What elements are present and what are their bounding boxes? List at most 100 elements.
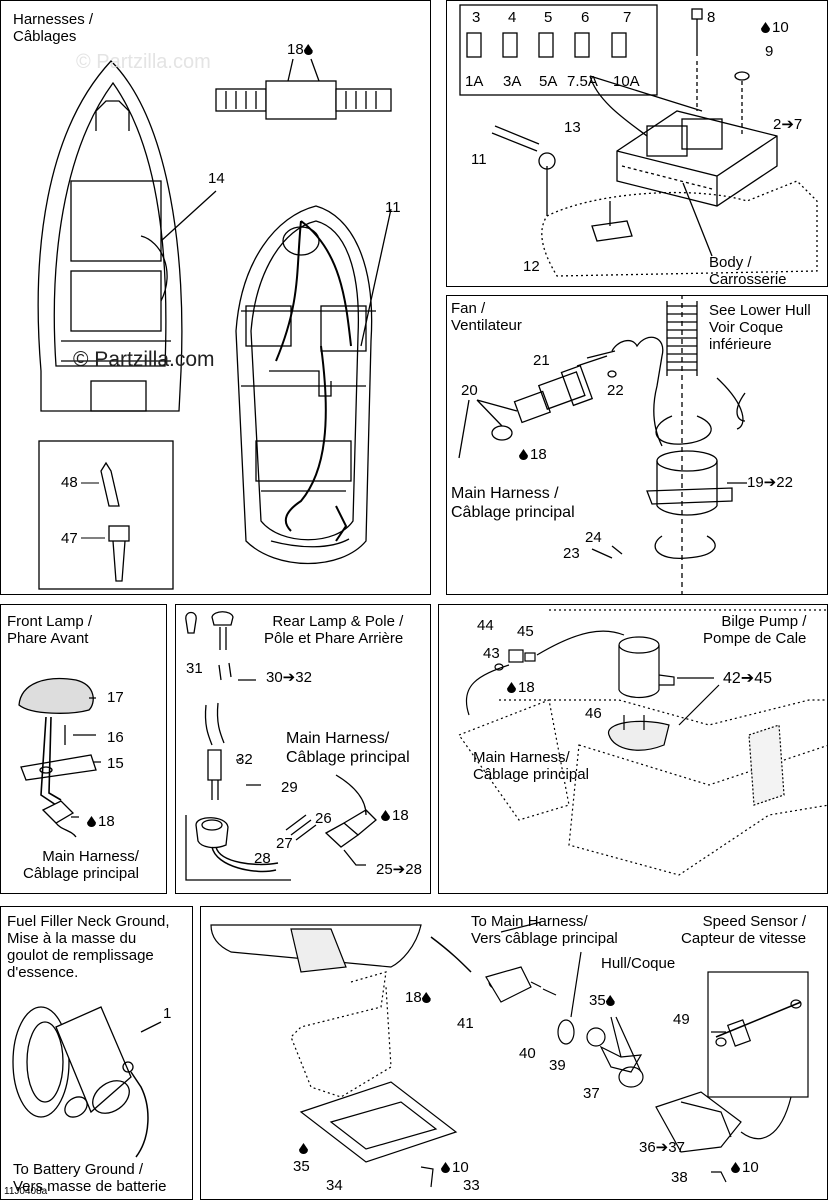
diagram-code: 11J0408a bbox=[4, 1186, 48, 1197]
callout-25-28: 25➔28 bbox=[376, 861, 422, 878]
callout-45: 45 bbox=[517, 623, 534, 640]
fuel-title: Fuel Filler Neck Ground, Mise à la masse… bbox=[7, 913, 170, 981]
hull-label: Hull/Coque bbox=[601, 955, 676, 972]
fuel-panel: Fuel Filler Neck Ground, Mise à la masse… bbox=[0, 906, 193, 1200]
callout-5: 5 bbox=[544, 9, 553, 26]
fuel-drawing bbox=[12, 1006, 162, 1158]
bilge-drawing bbox=[458, 609, 827, 876]
grease-icon bbox=[381, 810, 390, 821]
callout-46: 46 bbox=[585, 705, 602, 722]
callout-18: 18 bbox=[381, 807, 409, 824]
bilge-panel: Bilge Pump / Pompe de Cale 44 45 43 18 4… bbox=[438, 604, 828, 894]
fusebox-drawing bbox=[459, 4, 818, 277]
grease-icon bbox=[421, 992, 431, 1003]
callout-17: 17 bbox=[107, 689, 124, 706]
rear-lamp-panel: Rear Lamp & Pole / Pôle et Phare Arrière… bbox=[175, 604, 431, 894]
bilge-title: Bilge Pump / Pompe de Cale bbox=[703, 613, 807, 647]
callout-48: 48 bbox=[61, 474, 78, 491]
callout-42-45: 42➔45 bbox=[723, 670, 772, 687]
callout-18: 18 bbox=[507, 679, 535, 696]
callout-41: 41 bbox=[457, 1015, 474, 1032]
callout-26: 26 bbox=[315, 810, 332, 827]
fan-panel: Fan / Ventilateur See Lower Hull Voir Co… bbox=[446, 295, 828, 595]
main-harness-label: Main Harness/ Câblage principal bbox=[473, 749, 589, 783]
callout-47: 47 bbox=[61, 530, 78, 547]
callout-18: 18 bbox=[519, 446, 547, 463]
callout-4: 4 bbox=[508, 9, 517, 26]
grease-icon bbox=[303, 44, 313, 55]
callout-18: 18 bbox=[87, 813, 115, 830]
callout-22: 22 bbox=[607, 382, 624, 399]
main-harness-label: Main Harness/ Câblage principal bbox=[286, 730, 410, 766]
callout-16: 16 bbox=[107, 729, 124, 746]
callout-44: 44 bbox=[477, 617, 494, 634]
harnesses-panel: Harnesses / Câblages bbox=[0, 0, 431, 595]
callout-36-37: 36➔37 bbox=[639, 1139, 685, 1156]
callout-33: 33 bbox=[463, 1177, 480, 1194]
callout-34: 34 bbox=[326, 1177, 343, 1194]
callout-11b: 11 bbox=[471, 151, 487, 168]
callout-27: 27 bbox=[276, 835, 293, 852]
callout-18: 18 bbox=[287, 41, 315, 58]
front-lamp-panel: Front Lamp / Phare Avant 17 16 15 18 Mai… bbox=[0, 604, 167, 894]
callout-19-22: 19➔22 bbox=[747, 474, 793, 491]
callout-8: 8 bbox=[707, 9, 716, 26]
callout-12: 12 bbox=[523, 258, 540, 275]
callout-35a: 35 bbox=[589, 992, 617, 1009]
harnesses-title: Harnesses / Câblages bbox=[13, 11, 94, 45]
grease-icon bbox=[299, 1143, 308, 1154]
callout-13: 13 bbox=[564, 119, 581, 136]
fan-title: Fan / Ventilateur bbox=[451, 300, 522, 334]
speed-panel: Speed Sensor / Capteur de vitesse bbox=[200, 906, 828, 1200]
fuse-1a: 1A bbox=[465, 73, 484, 90]
callout-43: 43 bbox=[483, 645, 500, 662]
callout-6: 6 bbox=[581, 9, 590, 26]
callout-23: 23 bbox=[563, 545, 580, 562]
body-label: Body / Carrosserie bbox=[709, 254, 787, 287]
callout-28: 28 bbox=[254, 850, 271, 867]
callout-1: 1 bbox=[163, 1005, 172, 1022]
callout-15: 15 bbox=[107, 755, 124, 772]
grease-icon bbox=[761, 22, 770, 33]
callout-40: 40 bbox=[519, 1045, 536, 1062]
fusebox-panel: 3 4 5 6 7 1A 3A 5A 7.5A 10A 8 10 9 2➔7 1… bbox=[446, 0, 828, 287]
callout-32: 32 bbox=[236, 751, 253, 768]
callout-7: 7 bbox=[623, 9, 632, 26]
callout-30-32: 30➔32 bbox=[266, 669, 312, 686]
callout-31: 31 bbox=[186, 660, 203, 677]
fuse-10a: 10A bbox=[613, 73, 640, 90]
harnesses-drawing bbox=[37, 58, 392, 590]
main-harness-label: Main Harness / Câblage principal bbox=[451, 485, 575, 521]
front-lamp-title: Front Lamp / Phare Avant bbox=[7, 613, 93, 647]
grease-icon bbox=[519, 449, 528, 460]
callout-24: 24 bbox=[585, 529, 602, 546]
rear-lamp-drawing bbox=[185, 611, 377, 881]
callout-10b: 10 bbox=[441, 1159, 469, 1176]
fuse-5a: 5A bbox=[539, 73, 558, 90]
callout-38: 38 bbox=[671, 1169, 688, 1186]
callout-18: 18 bbox=[405, 989, 433, 1006]
callout-10a: 10 bbox=[731, 1159, 759, 1176]
to-main-harness-label: To Main Harness/ Vers câblage principal bbox=[471, 913, 618, 947]
callout-35b: 35 bbox=[293, 1143, 310, 1175]
fuse-3a: 3A bbox=[503, 73, 522, 90]
grease-icon bbox=[441, 1162, 450, 1173]
fuse-7-5a: 7.5A bbox=[567, 73, 598, 90]
speed-drawing bbox=[210, 921, 809, 1188]
fan-note: See Lower Hull Voir Coque inférieure bbox=[709, 302, 811, 353]
callout-10: 10 bbox=[761, 19, 789, 36]
grease-icon bbox=[605, 995, 615, 1006]
main-harness-label: Main Harness/ Câblage principal bbox=[23, 848, 139, 882]
callout-9: 9 bbox=[765, 43, 774, 60]
callout-2-7: 2➔7 bbox=[773, 116, 803, 133]
callout-20: 20 bbox=[461, 382, 478, 399]
front-lamp-drawing bbox=[18, 677, 101, 838]
speed-title: Speed Sensor / Capteur de vitesse bbox=[681, 913, 807, 947]
callout-11: 11 bbox=[385, 199, 401, 216]
grease-icon bbox=[731, 1162, 740, 1173]
callout-39: 39 bbox=[549, 1057, 566, 1074]
fan-drawing bbox=[458, 296, 747, 594]
callout-14: 14 bbox=[208, 170, 225, 187]
rear-lamp-title: Rear Lamp & Pole / Pôle et Phare Arrière bbox=[264, 613, 404, 647]
callout-37: 37 bbox=[583, 1085, 600, 1102]
